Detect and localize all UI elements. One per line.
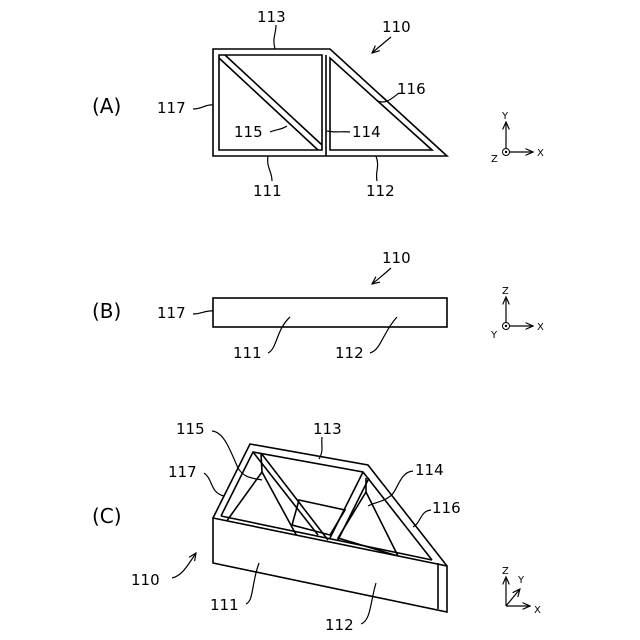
axis-label-y: Y: [501, 111, 509, 122]
axis-indicator-b: Z Y X: [490, 286, 544, 341]
ref-112: 112: [335, 344, 364, 362]
ref-114: 114: [352, 123, 381, 141]
arrow-110: [372, 268, 391, 284]
leader-112: [376, 156, 378, 181]
ref-115: 115: [234, 123, 263, 141]
ref-113: 113: [313, 420, 342, 438]
leader-117: [193, 105, 213, 109]
leader-113: [274, 25, 276, 49]
leader-116: [413, 510, 431, 527]
view-b: (B) 110 117 111 112 Z Y X: [92, 249, 544, 362]
panel-label-b: (B): [92, 299, 121, 323]
axis-label-x: X: [537, 322, 544, 333]
ref-114: 114: [415, 461, 444, 479]
arrow-110: [372, 37, 391, 53]
panel-label-a: (A): [92, 94, 121, 118]
ref-110: 110: [382, 18, 411, 36]
ref-117: 117: [157, 304, 186, 322]
leader-115: [270, 126, 287, 132]
frame-perspective-view: [213, 444, 447, 612]
ref-112: 112: [366, 182, 395, 200]
frame-111-inner-floor: [292, 500, 345, 535]
axis-indicator-a: Y Z X: [491, 111, 544, 165]
axis-label-z: Z: [491, 154, 498, 165]
leader-112: [370, 317, 397, 353]
ref-110: 110: [382, 249, 411, 267]
axis-label-y: Y: [490, 330, 498, 341]
view-a: (A) 113 110 116 117 115 114 111 112: [92, 8, 544, 200]
view-c: (C) 115 113 117: [92, 420, 541, 634]
axis-indicator-c: Z Y X: [502, 566, 541, 616]
leader-111: [268, 317, 290, 353]
ref-111: 111: [210, 596, 239, 614]
leader-115: [212, 431, 262, 480]
ref-116: 116: [432, 499, 461, 517]
ref-113: 113: [257, 8, 286, 26]
ref-111: 111: [233, 344, 262, 362]
axis-label-y: Y: [517, 575, 525, 586]
leader-111: [268, 156, 272, 181]
ref-117: 117: [168, 463, 197, 481]
ref-117: 117: [157, 99, 186, 117]
leader-114: [368, 471, 413, 506]
ref-111: 111: [253, 182, 282, 200]
ref-115: 115: [176, 420, 205, 438]
ref-110: 110: [131, 571, 160, 589]
axis-label-x: X: [537, 148, 544, 159]
frame-side-view: [213, 298, 447, 327]
axis-label-x: X: [534, 605, 541, 616]
frame-112-inner: [330, 58, 432, 150]
y-axis-dot: [505, 325, 507, 327]
member-115-post: [261, 453, 262, 472]
panel-label-c: (C): [92, 504, 122, 528]
ref-116: 116: [397, 80, 426, 98]
leader-117: [204, 473, 224, 496]
axis-label-z: Z: [502, 286, 509, 297]
leader-114: [327, 131, 350, 132]
y-axis-arrow: [506, 589, 520, 606]
ref-112: 112: [325, 616, 354, 634]
leader-117: [193, 311, 213, 314]
arrow-110: [172, 553, 196, 578]
z-axis-dot: [505, 151, 507, 153]
axis-label-z: Z: [502, 566, 509, 577]
